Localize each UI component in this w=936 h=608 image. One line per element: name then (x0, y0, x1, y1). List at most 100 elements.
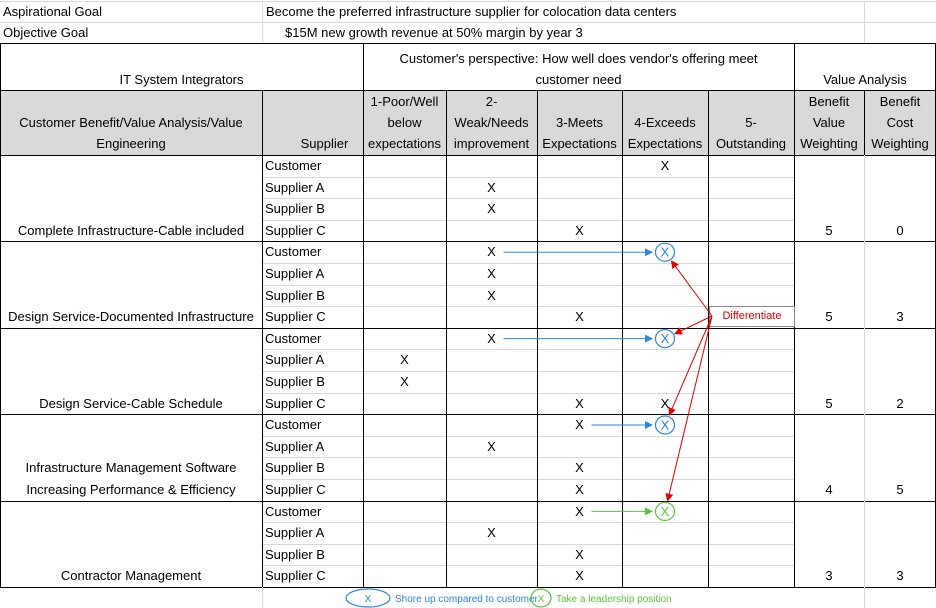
target-circle (654, 242, 676, 262)
column-divider (537, 155, 538, 587)
table-border (0, 155, 1, 587)
supplier-column-header: Supplier (300, 136, 349, 151)
group-divider (0, 501, 936, 502)
header-band (0, 90, 936, 155)
supplier-cell: Supplier B (265, 287, 325, 303)
header-divider (622, 90, 623, 155)
differentiate-label: Differentiate (709, 306, 795, 327)
supplier-cell: Customer (265, 417, 322, 433)
gridline-v (262, 1, 263, 43)
column-divider (446, 155, 447, 587)
legend-shore-up-text: Shore up compared to customer (395, 594, 539, 605)
benefit-value-weighting-header: Benefit (808, 94, 850, 109)
rating-header-4: Expectations (627, 136, 703, 151)
rating-header-1: expectations (368, 136, 441, 151)
benefit-label: Increasing Performance & Efficiency (26, 482, 236, 497)
group-divider (0, 328, 936, 329)
column-divider (363, 155, 364, 587)
column-divider (794, 155, 795, 587)
supplier-cell: Supplier B (265, 546, 325, 562)
aspirational-goal-value: Become the preferred infrastructure supp… (266, 4, 677, 19)
supplier-cell: Supplier C (265, 309, 326, 325)
row-divider (262, 371, 794, 372)
value-weight: 5 (825, 309, 833, 325)
rating-header-3: Expectations (542, 136, 617, 151)
section-title: IT System Integrators (119, 72, 244, 87)
rating-mark: X (487, 287, 496, 303)
rating-mark: X (660, 395, 670, 411)
row-divider (262, 436, 794, 437)
rating-mark: X (487, 438, 496, 454)
aspirational-goal-label: Aspirational Goal (3, 4, 102, 19)
supplier-cell: Supplier B (265, 460, 325, 476)
target-mark: X (661, 504, 670, 519)
cost-weight: 3 (896, 309, 904, 325)
supplier-cell: Supplier B (265, 374, 325, 389)
header-divider (262, 90, 263, 155)
supplier-cell: Customer (265, 158, 322, 173)
rating-mark: X (400, 352, 409, 368)
group-divider (0, 241, 936, 242)
rating-header-1: below (387, 115, 422, 130)
target-circle (654, 329, 676, 349)
row-divider (262, 177, 794, 178)
rating-header-5: 5- (745, 115, 757, 130)
differentiate-arrow (665, 315, 713, 502)
legend-leadership-symbol (530, 588, 552, 608)
cost-weight: 2 (896, 395, 904, 411)
rating-mark: X (487, 330, 496, 346)
supplier-cell: Customer (265, 330, 322, 346)
rating-header-5: Outstanding (715, 136, 787, 151)
rating-mark: X (487, 266, 496, 281)
row-divider (262, 522, 794, 523)
rating-header-4: 4-Exceeds (634, 115, 696, 130)
cost-weight: 0 (896, 222, 904, 238)
rating-mark: X (400, 374, 409, 389)
benefit-column-header: Customer Benefit/Value Analysis/Value (19, 115, 243, 130)
benefit-label: Contractor Management (60, 568, 202, 584)
target-circle (654, 415, 676, 435)
value-weight: 5 (825, 395, 833, 411)
row-divider (262, 263, 794, 264)
supplier-cell: Supplier A (265, 438, 325, 454)
objective-goal-value: $15M new growth revenue at 50% margin by… (285, 25, 583, 40)
rating-mark: X (487, 525, 496, 541)
benefit-label: Complete Infrastructure-Cable included (17, 222, 245, 238)
rating-mark: X (660, 158, 670, 173)
rating-mark: X (575, 222, 584, 238)
supplier-cell: Supplier C (265, 222, 326, 238)
row-divider (262, 349, 794, 350)
supplier-cell: Supplier A (265, 266, 325, 281)
header-divider (537, 90, 538, 155)
benefit-cost-weighting-header: Cost (886, 115, 914, 130)
header-border (0, 43, 936, 44)
rating-header-2: Weak/Needs (454, 115, 529, 130)
rating-mark: X (487, 244, 496, 260)
table-bottom (0, 587, 936, 588)
column-divider (708, 155, 709, 587)
value-weight: 3 (825, 568, 833, 584)
benefit-label: Infrastructure Management Software (25, 460, 237, 476)
legend-leadership-text: Take a leadership position (556, 594, 672, 605)
benefit-value-weighting-header: Weighting (800, 136, 858, 151)
cost-weight: 5 (896, 482, 904, 497)
supplier-cell: Supplier A (265, 525, 325, 541)
perspective-heading: customer need (535, 72, 622, 87)
group-divider (0, 414, 936, 415)
supplier-cell: Customer (265, 244, 322, 260)
rating-mark: X (487, 201, 496, 217)
rating-mark: X (487, 179, 496, 195)
rating-mark: X (575, 417, 584, 433)
supplier-cell: Supplier A (265, 179, 325, 195)
value-analysis-heading: Value Analysis (823, 72, 907, 87)
supplier-cell: Supplier C (265, 395, 326, 411)
gridline-h (0, 22, 936, 23)
target-mark: X (661, 245, 670, 260)
differentiate-arrow (668, 315, 713, 416)
gridline-v (864, 1, 865, 43)
legend-shore-up-mark: X (365, 594, 372, 605)
perspective-heading: Customer's perspective: How well does ve… (399, 51, 758, 66)
target-mark: X (661, 331, 670, 346)
